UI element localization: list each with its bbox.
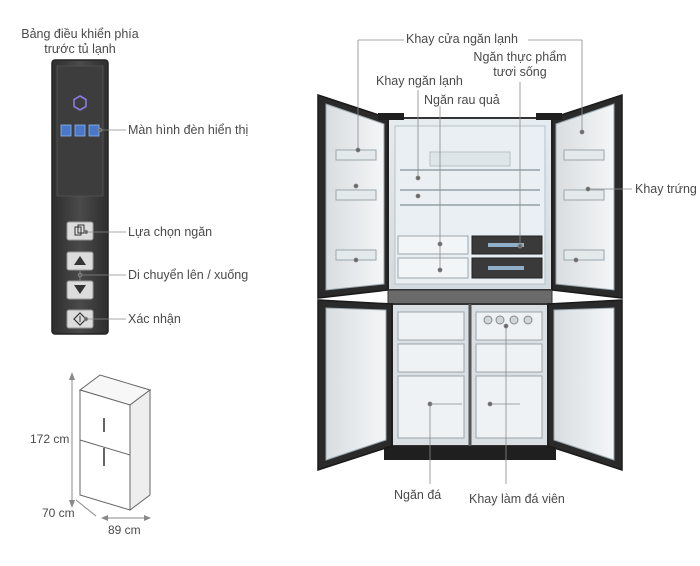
ice-cube-tray-label: Khay làm đá viên: [469, 492, 565, 506]
door-tray-label: Khay cửa ngăn lạnh: [406, 32, 518, 46]
arrow-up-icon: [74, 256, 86, 265]
select-compartment-button[interactable]: [66, 221, 94, 241]
select-compartment-label: Lựa chọn ngăn: [128, 225, 213, 239]
width-dimension: 89 cm: [108, 523, 141, 537]
ice-compartment-label: Ngăn đá: [394, 488, 442, 502]
diamond-icon: [73, 312, 87, 326]
dimension-drawing: [69, 372, 152, 521]
display-label: Màn hình đèn hiển thị: [128, 123, 249, 137]
fridge-leader-lines: [353, 39, 632, 484]
arrow-down-icon: [74, 285, 86, 294]
confirm-label: Xác nhận: [128, 312, 181, 326]
led-display: [60, 124, 100, 137]
egg-tray-label: Khay trứng: [635, 182, 697, 196]
fresh-food-label: Ngăn thực phẩm tươi sống: [473, 50, 567, 79]
control-panel: [51, 59, 109, 335]
fridge-illustration: [317, 93, 623, 472]
down-button[interactable]: [66, 280, 94, 300]
panel-title: Bảng điều khiển phía trước tủ lạnh: [21, 27, 139, 56]
cold-tray-label: Khay ngăn lạnh: [376, 74, 463, 88]
hexagon-icon: [73, 95, 87, 111]
height-dimension: 172 cm: [30, 432, 70, 446]
depth-dimension: 70 cm: [42, 506, 75, 520]
vegetable-label: Ngăn rau quả: [424, 93, 500, 107]
move-label: Di chuyển lên / xuống: [128, 268, 249, 282]
up-button[interactable]: [66, 251, 94, 271]
